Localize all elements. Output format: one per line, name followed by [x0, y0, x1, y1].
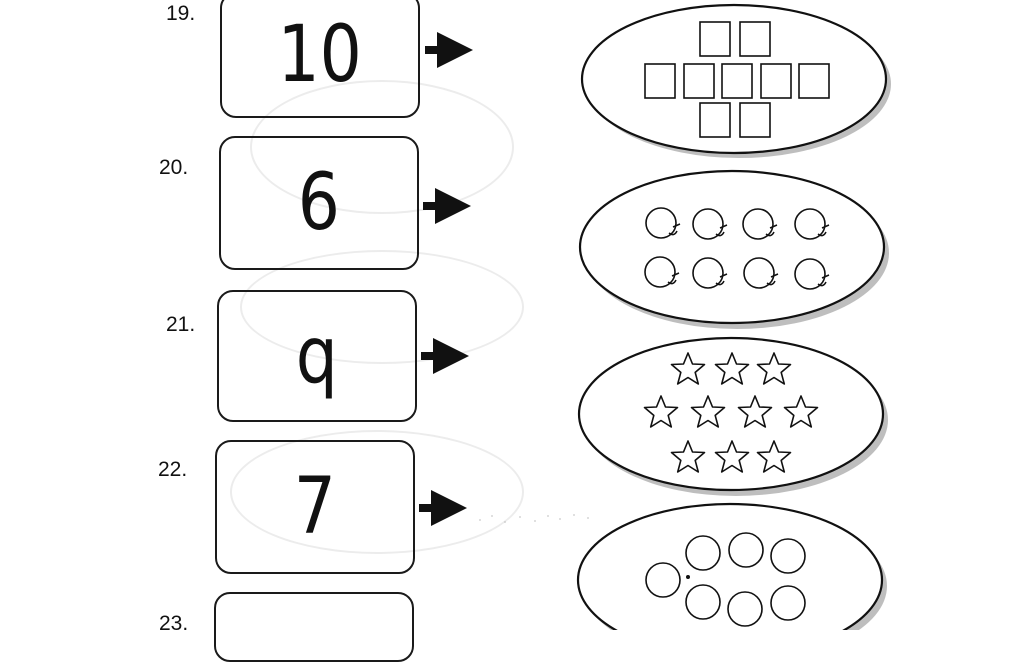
number-box-22: 7	[215, 440, 415, 574]
right-arrow-icon	[423, 188, 471, 224]
number-digit: 10	[277, 10, 363, 100]
number-box-20: 6	[219, 136, 419, 270]
oval-set-21	[577, 336, 888, 496]
number-digit: 6	[297, 158, 341, 248]
oval-set-19	[580, 3, 891, 158]
circle-objects	[645, 532, 806, 627]
right-arrow-icon	[421, 338, 469, 374]
worksheet-page: 19. 20. 21. 22. 23. 10 6 q 7	[158, 0, 891, 662]
smudge-mark	[479, 514, 589, 523]
right-arrow-icon	[419, 490, 467, 526]
oval-set-20	[578, 169, 889, 329]
square-objects	[644, 21, 830, 138]
question-number-20: 20.	[159, 156, 189, 179]
number-box-21: q	[217, 290, 417, 422]
number-digit: q	[295, 311, 339, 401]
number-box-19: 10	[220, 0, 420, 118]
number-digit: 7	[293, 462, 337, 552]
right-arrow-icon	[425, 32, 473, 68]
question-number-21: 21.	[166, 313, 196, 336]
question-number-23: 23.	[159, 612, 189, 635]
object-sets-svg	[419, 3, 891, 630]
question-number-22: 22.	[158, 458, 188, 481]
question-number-19: 19.	[166, 2, 196, 25]
oval-set-22	[576, 502, 887, 630]
